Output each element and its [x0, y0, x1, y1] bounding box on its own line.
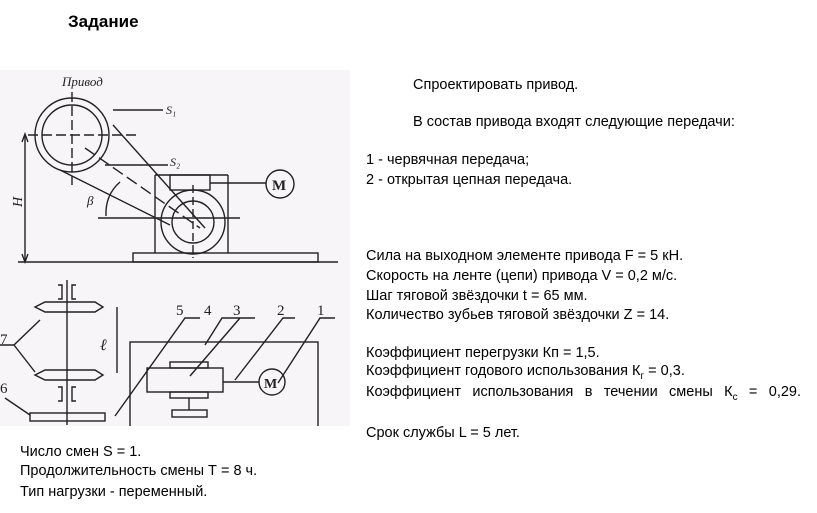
param-pitch: Шаг тяговой звёздочки t = 65 мм.: [366, 288, 588, 304]
label-6: 6: [0, 381, 8, 397]
motor-label-2: M: [264, 377, 277, 392]
label-5: 5: [176, 303, 184, 319]
label-1: 1: [317, 303, 325, 319]
load-type: Тип нагрузки - переменный.: [20, 484, 208, 500]
label-4: 4: [204, 303, 212, 319]
ell-label: ℓ: [100, 337, 107, 354]
coef-shift-text: Коэффициент использования в течении смен…: [366, 384, 733, 400]
shift-duration: Продолжительность смены Т = 8 ч.: [20, 463, 258, 479]
motor-label: M: [272, 178, 286, 194]
param-speed: Скорость на ленте (цепи) привода V = 0,2…: [366, 268, 678, 284]
beta-label: β: [86, 193, 94, 208]
drive-sprocket: [28, 92, 138, 185]
coef-shift: Коэффициент использования в течении смен…: [366, 384, 801, 406]
h-label: H: [11, 196, 26, 208]
param-force: Сила на выходном элементе привода F = 5 …: [366, 248, 684, 264]
label-2: 2: [277, 303, 285, 319]
shift-count: Число смен S = 1.: [20, 444, 142, 460]
diagram-caption: Привод: [61, 74, 103, 89]
gear-1: 1 - червячная передача;: [366, 152, 530, 168]
coef-annual-text: Коэффициент годового использования К: [366, 363, 641, 379]
task-line2: В состав привода входят следующие переда…: [413, 114, 735, 130]
coef-annual: Коэффициент годового использования Кг = …: [366, 363, 685, 385]
coef-shift-value: = 0,29.: [737, 384, 802, 400]
coef-shift-sub: c: [732, 391, 738, 403]
param-teeth: Количество зубьев тяговой звёздочки Z = …: [366, 307, 670, 323]
coef-annual-sub: г: [640, 370, 645, 382]
coef-overload: Коэффициент перегрузки Кп = 1,5.: [366, 345, 600, 361]
task-line1: Спроектировать привод.: [413, 77, 579, 93]
label-3: 3: [233, 303, 241, 319]
reducer: [154, 174, 229, 258]
s2-label: S₂: [170, 155, 180, 169]
page-title: Задание: [68, 12, 139, 31]
coef-annual-value: = 0,3.: [644, 363, 685, 379]
coef-life: Срок службы L = 5 лет.: [366, 425, 520, 441]
s1-label: S₁: [166, 103, 176, 117]
label-7: 7: [0, 332, 8, 348]
gear-2: 2 - открытая цепная передача.: [366, 172, 573, 188]
drive-diagram: Привод S₁ S₂ β M H ℓ 7 6 M 5 4 3 2: [0, 70, 350, 426]
